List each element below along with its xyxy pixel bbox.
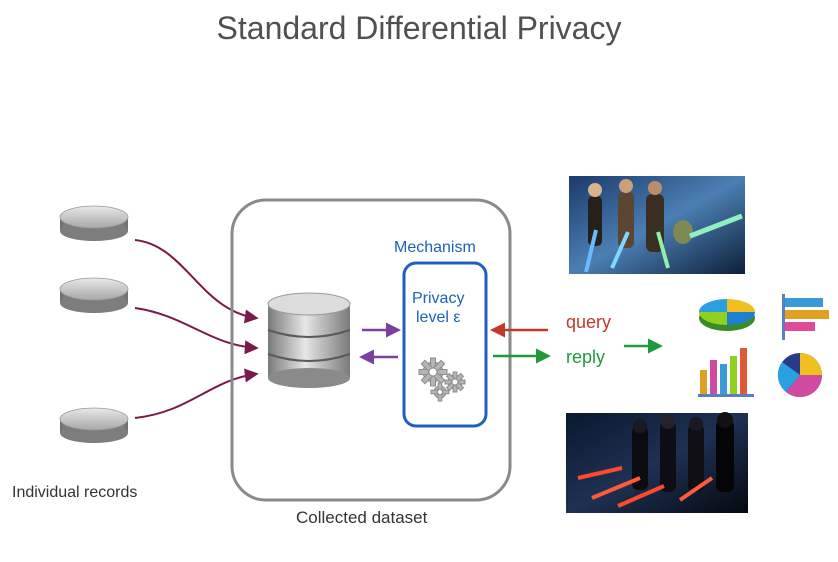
column-chart-icon (698, 348, 754, 397)
query-label: query (566, 312, 612, 332)
record-disk-2 (59, 277, 129, 313)
privacy-label-line1: Privacy (412, 290, 465, 307)
mechanism-box (402, 261, 488, 428)
database-icon (267, 292, 351, 388)
reply-label: reply (566, 347, 606, 367)
jedi-photo (569, 176, 745, 274)
individual-records-label: Individual records (12, 484, 138, 501)
collected-dataset-box (230, 198, 512, 502)
record-arrow-1 (134, 239, 259, 324)
record-arrow-3 (134, 368, 259, 419)
pie-chart-3d-icon (777, 353, 822, 398)
record-disk-1 (59, 205, 129, 241)
record-arrow-2 (134, 307, 259, 355)
mechanism-label: Mechanism (394, 239, 476, 256)
sith-photo (566, 412, 748, 513)
gears-icon (418, 357, 466, 402)
page-title: Standard Differential Privacy (216, 10, 622, 46)
pie-chart-icon (699, 299, 755, 331)
record-disk-3 (59, 407, 129, 443)
privacy-label-line2: level ε (415, 309, 461, 326)
bar-chart-icon (782, 294, 829, 340)
collected-dataset-label: Collected dataset (296, 508, 428, 527)
privacy-level-label: Privacy level ε (412, 289, 464, 327)
